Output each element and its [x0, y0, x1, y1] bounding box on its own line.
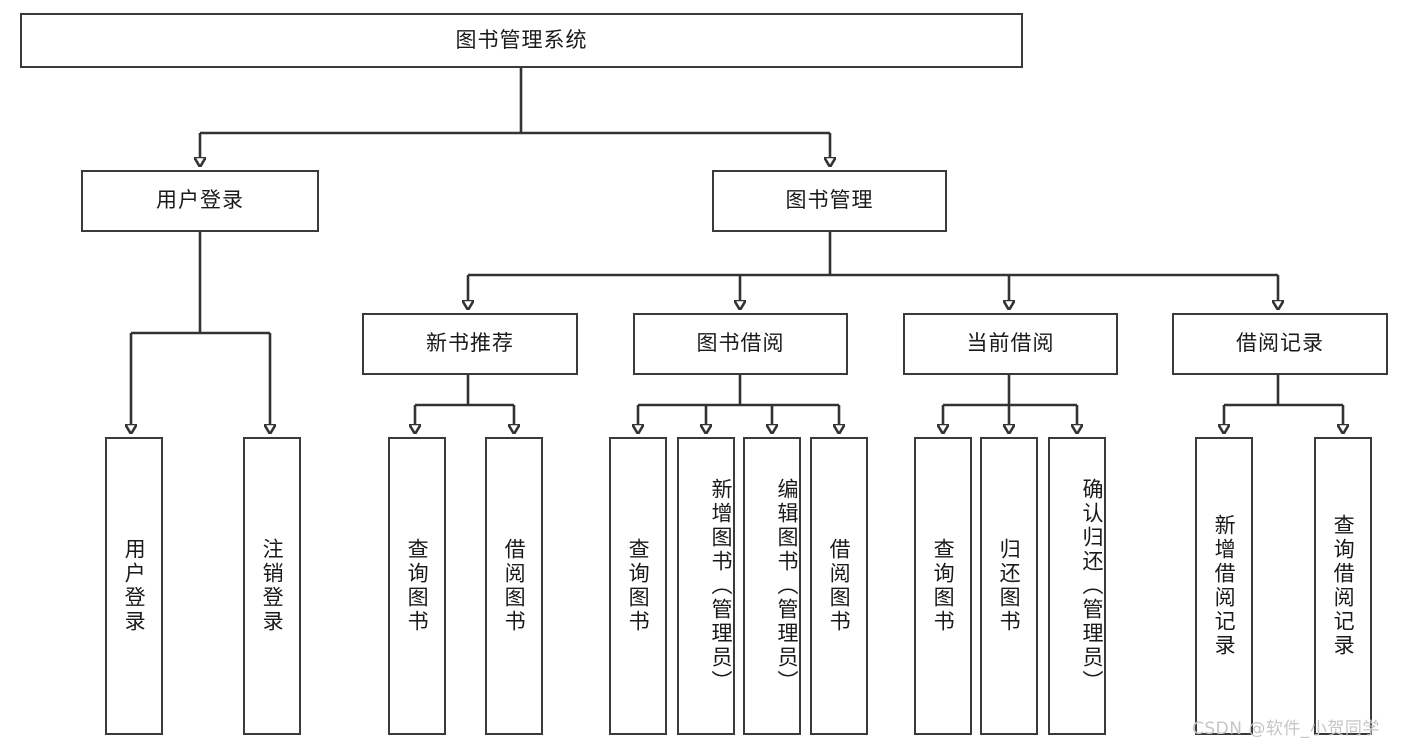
csdn-watermark: CSDN @软件_小贺同学 — [1192, 719, 1380, 739]
leaf-borrow-book-recommend[interactable]: 借阅图书 — [485, 437, 543, 735]
leaf-logout-login[interactable]: 注销登录 — [243, 437, 301, 735]
leaf-add-borrow-record[interactable]: 新增借阅记录 — [1195, 437, 1253, 735]
node-book-borrow[interactable]: 图书借阅 — [633, 313, 848, 375]
node-root-system[interactable]: 图书管理系统 — [20, 13, 1023, 68]
node-current-borrow[interactable]: 当前借阅 — [903, 313, 1118, 375]
leaf-query-borrow-record[interactable]: 查询借阅记录 — [1314, 437, 1372, 735]
leaf-query-book-borrow[interactable]: 查询图书 — [609, 437, 667, 735]
node-borrow-record[interactable]: 借阅记录 — [1172, 313, 1388, 375]
node-book-manage[interactable]: 图书管理 — [712, 170, 947, 232]
leaf-confirm-return-admin[interactable]: 确认归还（管理员） — [1048, 437, 1106, 735]
node-user-login[interactable]: 用户登录 — [81, 170, 319, 232]
leaf-return-book[interactable]: 归还图书 — [980, 437, 1038, 735]
node-new-book-recommend[interactable]: 新书推荐 — [362, 313, 578, 375]
leaf-user-login[interactable]: 用户登录 — [105, 437, 163, 735]
leaf-query-book-current[interactable]: 查询图书 — [914, 437, 972, 735]
leaf-edit-book-admin[interactable]: 编辑图书（管理员） — [743, 437, 801, 735]
leaf-borrow-book[interactable]: 借阅图书 — [810, 437, 868, 735]
leaf-add-book-admin[interactable]: 新增图书（管理员） — [677, 437, 735, 735]
leaf-query-book-recommend[interactable]: 查询图书 — [388, 437, 446, 735]
